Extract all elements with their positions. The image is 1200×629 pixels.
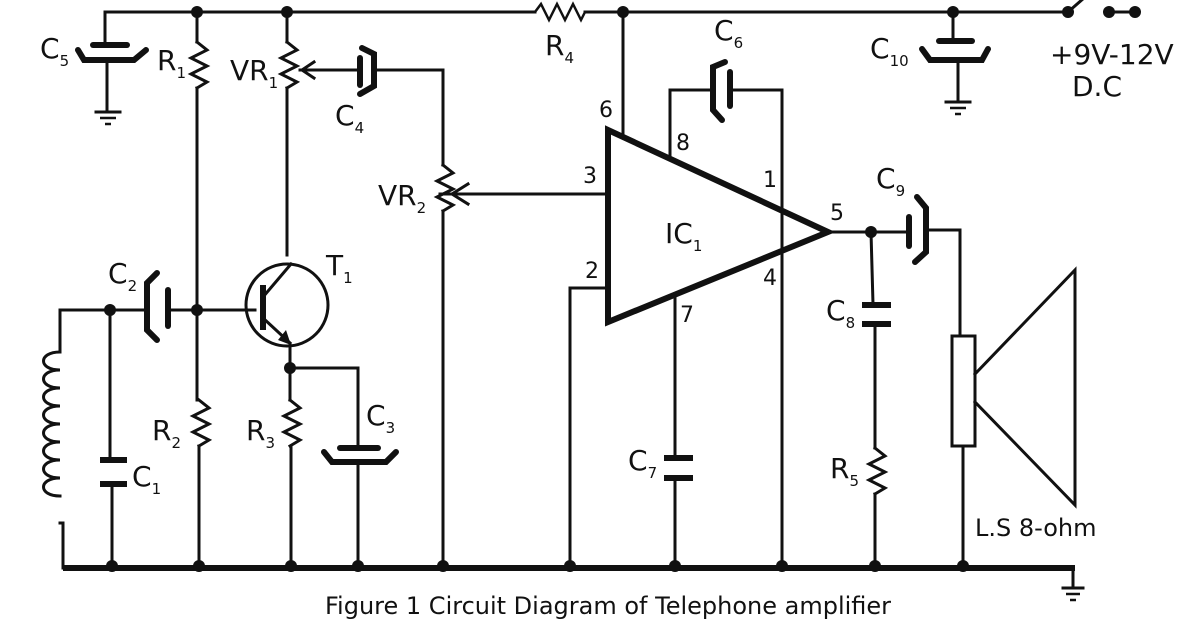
c9-label: C9	[876, 162, 905, 200]
capacitor-c9	[906, 194, 962, 338]
capacitor-c1	[100, 308, 127, 570]
ic-pin-4: 4	[763, 266, 777, 291]
c3-label: C3	[366, 399, 395, 437]
c2-label: C2	[108, 257, 137, 295]
ic-pin-6: 6	[599, 98, 613, 123]
transistor-t1	[244, 261, 330, 402]
resistor-r2	[189, 397, 213, 570]
top-supply-rail	[103, 1, 1070, 40]
supply-voltage-label: +9V-12V	[1050, 38, 1174, 71]
resistor-r1	[187, 10, 211, 402]
ic-pin-7: 7	[680, 303, 694, 328]
r3-label: R3	[246, 414, 275, 452]
speaker-label: L.S 8-ohm	[975, 514, 1097, 542]
capacitor-c2	[108, 270, 257, 343]
r4-label: R4	[545, 29, 574, 67]
ic-pin-3: 3	[583, 164, 597, 189]
supply-type-label: D.C	[1072, 70, 1122, 103]
ic1-label: IC1	[665, 217, 702, 255]
r5-label: R5	[830, 452, 859, 490]
potentiometer-vr1[interactable]	[277, 10, 362, 257]
t1-label: T1	[325, 249, 353, 287]
ground-icon	[944, 100, 972, 116]
r1-label: R1	[157, 44, 186, 82]
capacitor-c4	[357, 45, 445, 167]
pickup-coil	[42, 308, 112, 570]
ic-pin-8: 8	[676, 131, 690, 156]
c8-label: C8	[826, 294, 855, 332]
ic-pin-1: 1	[763, 168, 777, 193]
resistor-r5	[865, 445, 889, 570]
ic-pin-5: 5	[830, 201, 844, 226]
c7-label: C7	[628, 444, 657, 482]
capacitor-c7	[664, 455, 693, 570]
capacitor-c5	[75, 36, 149, 126]
potentiometer-vr2[interactable]	[433, 162, 606, 570]
capacitor-c3	[288, 366, 399, 570]
ground-icon	[1061, 586, 1085, 602]
capacitor-c10	[919, 10, 991, 116]
vr1-label: VR1	[230, 54, 278, 92]
ground-rail	[63, 560, 1085, 602]
power-switch[interactable]	[1062, 0, 1141, 18]
ground-icon	[94, 110, 122, 126]
c1-label: C1	[132, 460, 161, 498]
figure-caption: Figure 1 Circuit Diagram of Telephone am…	[325, 592, 891, 620]
c5-label: C5	[40, 32, 69, 70]
ic1-amplifier	[568, 10, 836, 570]
ic-pin-2: 2	[585, 259, 599, 284]
vr2-label: VR2	[378, 179, 426, 217]
r2-label: R2	[152, 414, 181, 452]
c10-label: C10	[870, 32, 909, 70]
speaker-icon	[950, 266, 1077, 570]
capacitor-c6	[710, 59, 733, 123]
capacitor-c8	[862, 230, 891, 450]
c6-label: C6	[714, 14, 743, 52]
resistor-r3	[280, 397, 304, 570]
c4-label: C4	[335, 99, 364, 137]
